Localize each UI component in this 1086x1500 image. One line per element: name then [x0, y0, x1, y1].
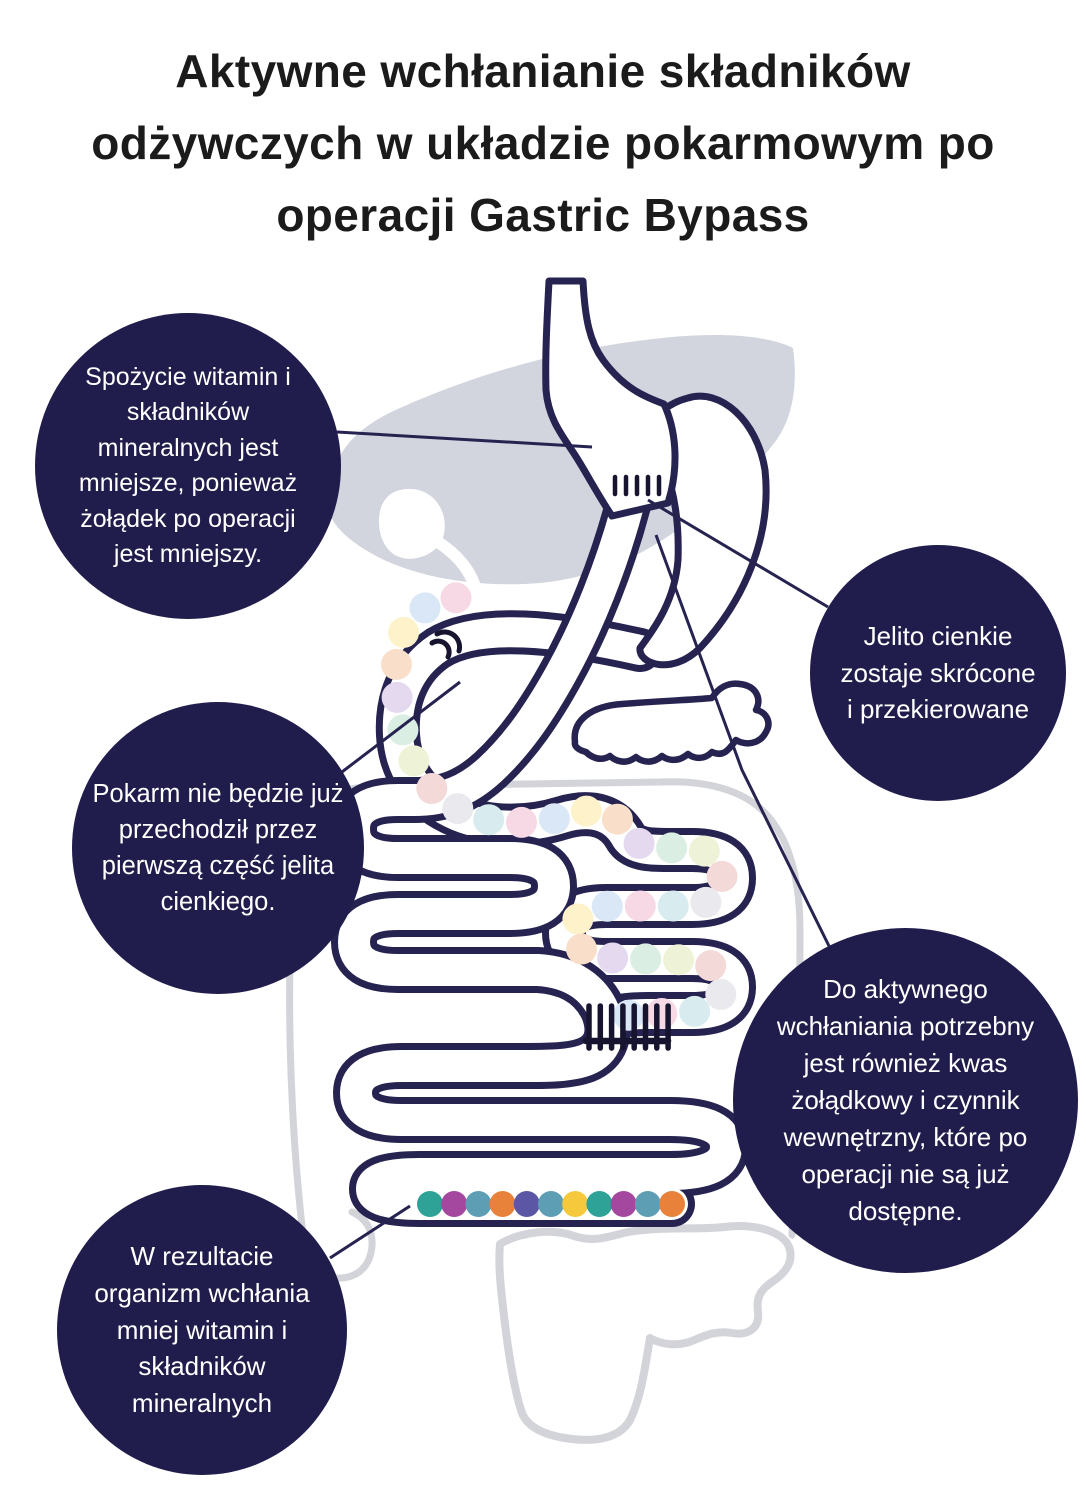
nutrient-dot	[610, 1191, 637, 1217]
absorbed-nutrient-dots	[417, 1191, 685, 1217]
nutrient-dot	[656, 832, 688, 864]
pouch-staple-line	[612, 474, 662, 497]
nutrient-dot	[465, 1191, 492, 1217]
nutrient-dot	[601, 803, 633, 835]
anastomosis-staple-line	[582, 1003, 672, 1051]
nutrient-dot	[381, 648, 412, 680]
callout-intake: Spożycie witamin i składników mineralnyc…	[35, 313, 341, 619]
nutrient-dot	[646, 998, 678, 1029]
nutrient-dot	[663, 944, 695, 976]
nutrient-dot	[586, 1191, 613, 1217]
callout-food-path-text: Pokarm nie będzie już przechodził przez …	[92, 779, 344, 917]
connector-result	[329, 1204, 411, 1260]
stomach-pouch	[542, 277, 679, 520]
nutrient-dot	[706, 860, 738, 892]
nutrient-dot	[679, 995, 711, 1027]
nutrient-dot	[613, 999, 645, 1031]
nutrient-dot	[634, 1191, 661, 1217]
callout-intestine: Jelito cienkie zostaje skrócone i przeki…	[810, 545, 1066, 801]
callout-intake-text: Spożycie witamin i składników mineralnyc…	[78, 362, 298, 569]
nutrient-dot	[506, 806, 537, 838]
nutrient-dot	[442, 793, 474, 825]
nutrient-dot	[489, 1191, 516, 1217]
nutrient-dot	[538, 803, 570, 835]
page-title: Aktywne wchłanianie składników odżywczyc…	[0, 35, 1086, 251]
connector-intestine	[647, 498, 829, 609]
nutrient-dot	[440, 582, 472, 614]
connector-active-absorption	[654, 534, 831, 947]
nutrient-dot	[690, 886, 722, 918]
nutrient-dot	[591, 890, 623, 922]
title-line-3: operacji Gastric Bypass	[276, 188, 810, 241]
callout-intestine-text: Jelito cienkie zostaje skrócone i przeki…	[840, 620, 1036, 725]
connector-intake	[336, 430, 593, 449]
roux-and-common-limb	[331, 482, 749, 1227]
nutrient-dot	[705, 978, 737, 1010]
rectum-outline	[495, 1222, 795, 1444]
nutrient-dot	[416, 773, 448, 804]
callout-active-absorption-text: Do aktywnego wchłaniania potrzebny jest …	[776, 974, 1035, 1226]
nutrient-dot	[597, 942, 629, 974]
nutrient-dot	[623, 827, 655, 859]
nutrient-dot	[441, 1191, 468, 1217]
callout-active-absorption: Do aktywnego wchłaniania potrzebny jest …	[733, 928, 1078, 1273]
nutrient-dot	[624, 890, 656, 922]
gallbladder-icon	[378, 488, 445, 559]
pancreas-shape	[571, 680, 772, 765]
nutrient-dot	[562, 903, 594, 935]
title-line-2: odżywczych w układzie pokarmowym po	[91, 116, 995, 169]
nutrient-dot	[538, 1191, 564, 1217]
nutrient-dot	[398, 745, 430, 777]
nutrient-dot	[688, 835, 720, 867]
nutrient-dot	[473, 804, 505, 836]
duodenal-stump-icon	[429, 629, 463, 660]
nutrient-dot	[566, 933, 597, 965]
nutrient-dot	[657, 890, 689, 922]
nutrient-dot	[562, 1191, 589, 1217]
nutrient-dot	[570, 795, 602, 827]
nutrient-dot	[659, 1191, 685, 1217]
title-line-1: Aktywne wchłanianie składników	[175, 44, 911, 97]
nutrient-dot	[388, 616, 419, 648]
callout-result-text: W rezultacie organizm wchłania mniej wit…	[94, 1240, 310, 1419]
nutrient-dot	[381, 681, 413, 713]
nutrient-dot	[417, 1191, 443, 1217]
connector-food-path	[337, 680, 461, 777]
nutrient-dot	[387, 714, 419, 746]
callout-connector-lines	[329, 430, 831, 1260]
nutrient-dot	[513, 1191, 540, 1217]
nutrient-dot	[630, 943, 662, 975]
nutrient-dot	[695, 950, 727, 982]
callout-food-path: Pokarm nie będzie już przechodził przez …	[72, 702, 364, 994]
callout-result: W rezultacie organizm wchłania mniej wit…	[57, 1185, 347, 1475]
nutrient-dot	[409, 592, 441, 624]
